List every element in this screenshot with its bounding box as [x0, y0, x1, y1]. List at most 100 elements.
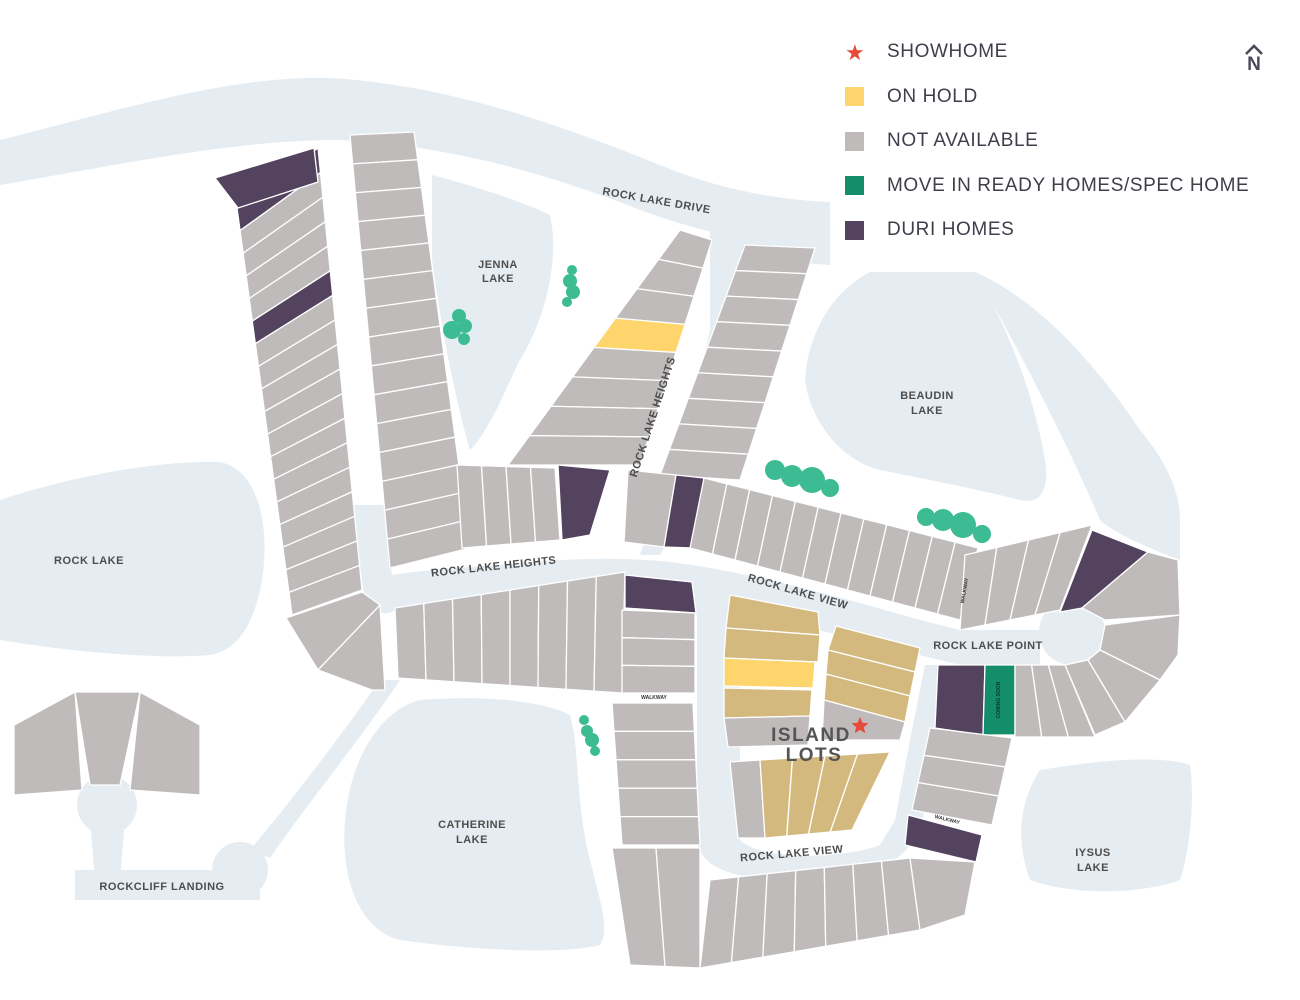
- lot[interactable]: [509, 584, 540, 689]
- lot[interactable]: [129, 690, 201, 796]
- coming-soon-label: COMING SOON: [996, 681, 1002, 718]
- lot[interactable]: [565, 575, 597, 692]
- lot[interactable]: [621, 609, 696, 641]
- lots-diagonal-east: [659, 244, 816, 481]
- legend-on-hold-label: ON HOLD: [887, 85, 978, 107]
- legend-move-in-ready: MOVE IN READY HOMES/SPEC HOME: [845, 164, 1249, 209]
- star-icon: ★: [845, 39, 865, 65]
- rock-lake: [0, 461, 265, 657]
- lot[interactable]: [593, 571, 626, 694]
- lot[interactable]: [451, 593, 483, 685]
- lots-heights-north-row: [456, 464, 611, 549]
- lot[interactable]: [621, 636, 696, 667]
- legend: ★ SHOWHOME ON HOLD NOT AVAILABLE MOVE IN…: [845, 30, 1249, 253]
- lot[interactable]: [621, 664, 696, 694]
- lot[interactable]: [677, 397, 766, 430]
- jenna-lake-label: JENNA: [478, 259, 518, 271]
- legend-not-available-label: NOT AVAILABLE: [887, 130, 1039, 152]
- lot[interactable]: [13, 690, 83, 796]
- lot[interactable]: [823, 863, 858, 948]
- legend-move-in-ready-label: MOVE IN READY HOMES/SPEC HOME: [887, 174, 1250, 196]
- lots-island: [723, 594, 921, 839]
- walkway-label-2: WALKWAY: [641, 695, 667, 701]
- island-lots-label: ISLAND LOTS: [771, 725, 849, 766]
- lot[interactable]: [687, 372, 775, 404]
- catherine-lake: [344, 698, 605, 951]
- lot[interactable]: [506, 434, 650, 466]
- lot[interactable]: [723, 687, 813, 719]
- lot[interactable]: [349, 131, 419, 165]
- lot[interactable]: [723, 715, 811, 748]
- legend-showhome: ★ SHOWHOME: [845, 30, 1249, 75]
- legend-duri-label: DURI HOMES: [887, 219, 1015, 241]
- catherine-lake-label-2: LAKE: [456, 834, 488, 846]
- lot[interactable]: [537, 580, 569, 690]
- lot[interactable]: [821, 699, 906, 741]
- lot[interactable]: [715, 295, 800, 327]
- lot[interactable]: [74, 691, 141, 786]
- lot[interactable]: [480, 589, 511, 687]
- lot[interactable]: [1080, 551, 1181, 621]
- lot[interactable]: [934, 664, 986, 736]
- lot[interactable]: [911, 781, 1000, 826]
- lot[interactable]: [619, 815, 701, 846]
- iysus-lake-label-2: LAKE: [1077, 862, 1109, 874]
- lot[interactable]: [723, 657, 816, 689]
- lot[interactable]: [829, 751, 892, 833]
- lot[interactable]: [617, 787, 700, 818]
- beaudin-lake-label-2: LAKE: [911, 405, 943, 417]
- lots-layer: [13, 131, 1181, 969]
- rock-lake-point-label: ROCK LAKE POINT: [933, 640, 1043, 652]
- lot[interactable]: [1047, 664, 1096, 738]
- lot[interactable]: [696, 346, 783, 378]
- jenna-lake: [432, 175, 554, 450]
- lots-west-jenna-column: [349, 131, 471, 569]
- catherine-lake-label: CATHERINE: [438, 819, 506, 831]
- lot[interactable]: [557, 464, 611, 541]
- lots-bottom-fan: [611, 847, 976, 969]
- beaudin-lake-label: BEAUDIN: [900, 390, 954, 402]
- lots-walkway-column: [611, 702, 701, 846]
- legend-showhome-label: SHOWHOME: [887, 41, 1008, 63]
- north-label: N: [1247, 54, 1261, 75]
- showhome-star-icon[interactable]: [851, 717, 869, 734]
- iysus-lake: [1021, 759, 1192, 892]
- lot[interactable]: [706, 320, 791, 352]
- lot[interactable]: [394, 602, 427, 681]
- lot[interactable]: [1034, 524, 1094, 616]
- walkway-label-1: WALKWAY: [960, 577, 970, 604]
- lot[interactable]: [316, 603, 386, 691]
- lot[interactable]: [528, 405, 659, 438]
- lot[interactable]: [386, 519, 471, 569]
- lake-labels: JENNA LAKE BEAUDIN LAKE ROCK LAKE CATHER…: [54, 259, 1110, 874]
- not-available-swatch: [845, 131, 864, 151]
- lot[interactable]: [615, 759, 698, 789]
- lot[interactable]: [725, 269, 808, 301]
- lot[interactable]: [793, 866, 827, 953]
- lot[interactable]: [549, 376, 668, 410]
- lot[interactable]: [762, 869, 797, 958]
- lot[interactable]: [213, 147, 319, 209]
- lots-east-column: [904, 727, 1013, 863]
- lot[interactable]: [611, 702, 696, 733]
- lot[interactable]: [592, 317, 686, 354]
- lot[interactable]: [734, 244, 816, 275]
- lot[interactable]: [624, 574, 697, 614]
- lot[interactable]: [909, 857, 976, 931]
- lot[interactable]: [723, 627, 821, 663]
- lot[interactable]: [1099, 614, 1181, 681]
- lot[interactable]: [613, 730, 697, 761]
- lots-rock-lake-point: [934, 524, 1181, 738]
- lot[interactable]: [423, 598, 455, 683]
- right-water: [975, 272, 1180, 560]
- river: [0, 77, 830, 250]
- lots-rockcliff-landing: [13, 690, 201, 796]
- lot[interactable]: [659, 448, 750, 481]
- duri-swatch: [845, 220, 864, 240]
- lot[interactable]: [1064, 659, 1126, 736]
- trees: [443, 265, 991, 756]
- lot[interactable]: [529, 466, 561, 543]
- lot[interactable]: [288, 564, 363, 616]
- lot[interactable]: [904, 814, 983, 863]
- legend-on-hold: ON HOLD: [845, 75, 1249, 120]
